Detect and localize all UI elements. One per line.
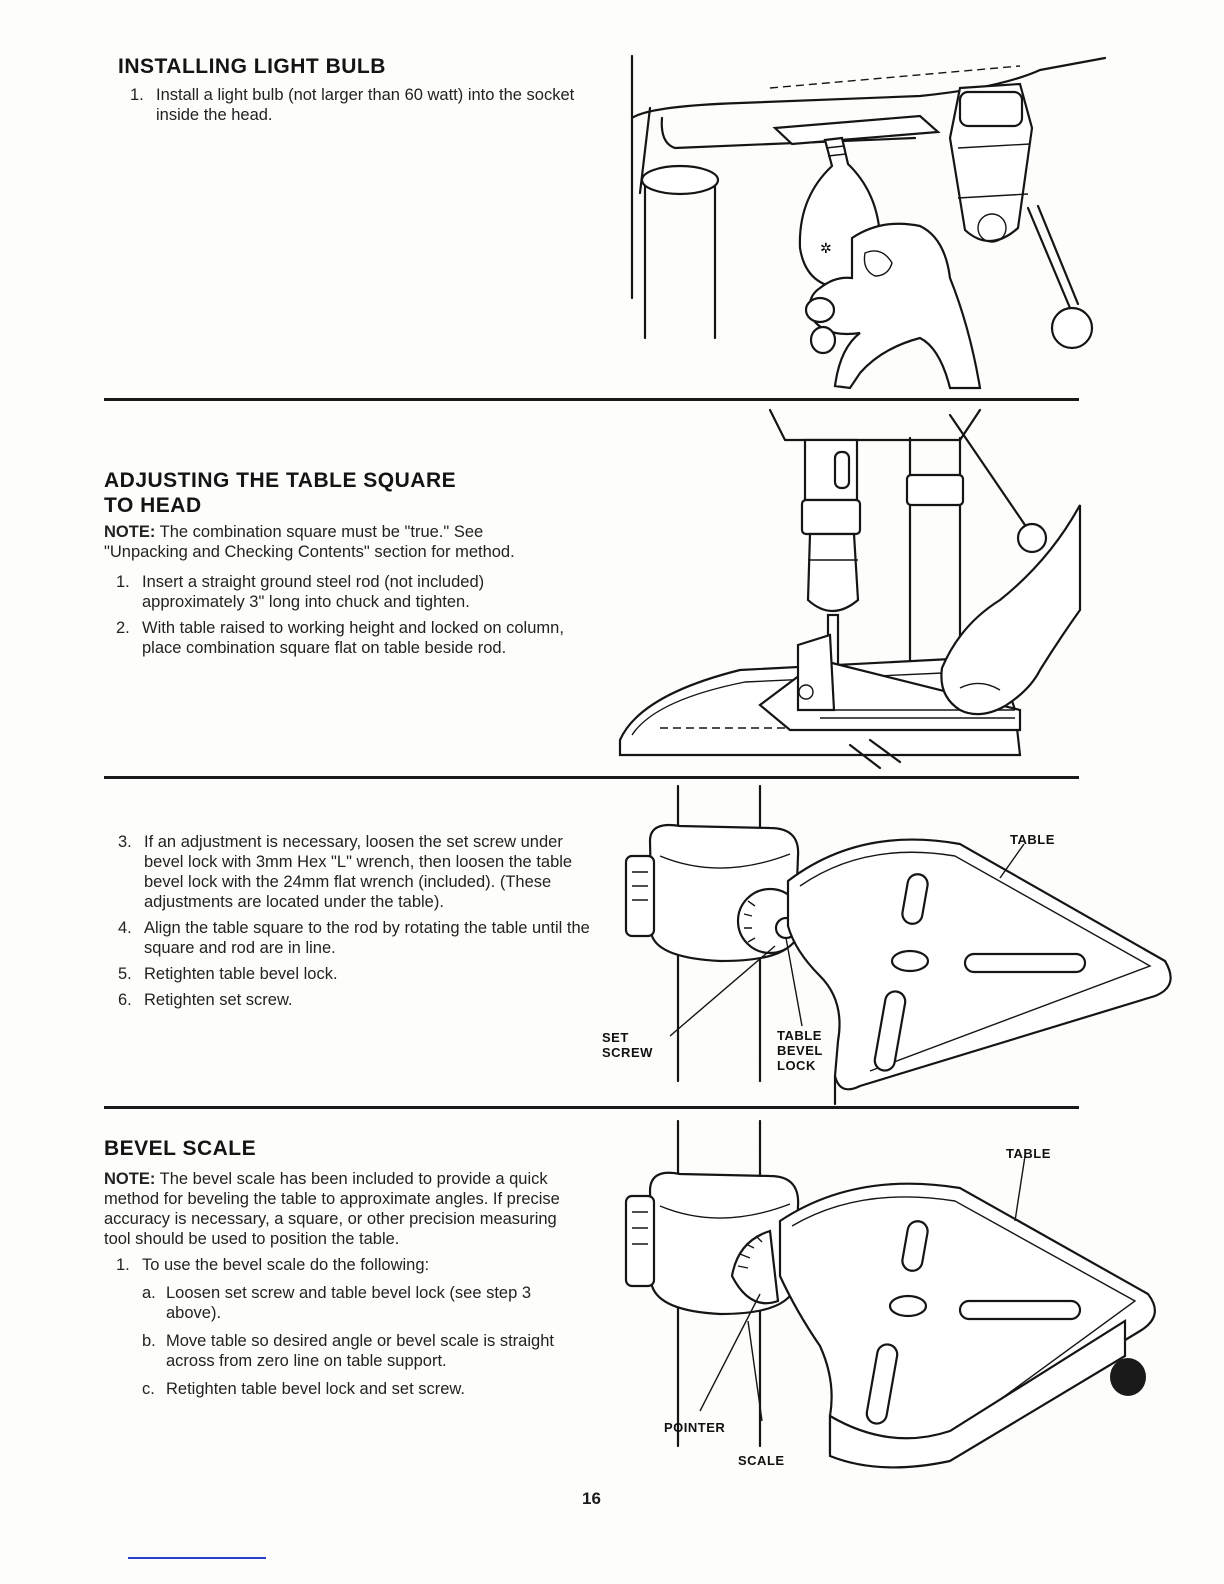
step-4-align: 4. Align the table square to the rod by … bbox=[118, 918, 604, 958]
svg-text:✲: ✲ bbox=[820, 241, 832, 257]
label-table-bevel-scale: TABLE bbox=[1006, 1146, 1051, 1161]
label-scale: SCALE bbox=[738, 1453, 785, 1468]
label-screw: SCREW bbox=[602, 1045, 653, 1060]
step-text: Install a light bulb (not larger than 60… bbox=[156, 86, 575, 124]
step-number: 5. bbox=[118, 965, 132, 983]
heading-to-head: TO HEAD bbox=[104, 494, 202, 517]
divider-3 bbox=[104, 1106, 1079, 1109]
step-1-bevel-scale: 1. To use the bevel scale do the followi… bbox=[116, 1255, 586, 1275]
step-number: 1. bbox=[116, 1256, 130, 1274]
step-number: 6. bbox=[118, 991, 132, 1009]
note-label: NOTE: bbox=[104, 523, 156, 541]
step-1-light-bulb: 1. Install a light bulb (not larger than… bbox=[130, 85, 604, 125]
note-text: The bevel scale has been included to pro… bbox=[104, 1170, 560, 1248]
table-lock-knob bbox=[1110, 1358, 1146, 1396]
substep-a: a. Loosen set screw and table bevel lock… bbox=[142, 1283, 590, 1323]
label-pointer: POINTER bbox=[664, 1420, 726, 1435]
page-number: 16 bbox=[582, 1489, 601, 1508]
section-adjustment-steps: 3. If an adjustment is necessary, loosen… bbox=[118, 832, 590, 1010]
substep-letter: a. bbox=[142, 1284, 156, 1302]
step-text: With table raised to working height and … bbox=[142, 619, 564, 657]
section-installing-light-bulb: INSTALLING LIGHT BULB 1. Install a light… bbox=[118, 54, 588, 125]
step-number: 1. bbox=[130, 86, 144, 104]
label-table-word: TABLE bbox=[777, 1028, 822, 1043]
divider-2 bbox=[104, 776, 1079, 779]
step-number: 4. bbox=[118, 919, 132, 937]
step-number: 2. bbox=[116, 619, 130, 637]
step-1-table-square: 1. Insert a straight ground steel rod (n… bbox=[116, 572, 586, 612]
label-set: SET bbox=[602, 1030, 629, 1045]
step-text: If an adjustment is necessary, loosen th… bbox=[144, 833, 573, 911]
heading-bevel-scale: BEVEL SCALE bbox=[104, 1137, 257, 1160]
step-text: Insert a straight ground steel rod (not … bbox=[142, 573, 485, 611]
note-table-square: NOTE: The combination square must be "tr… bbox=[104, 522, 570, 562]
section-adjusting-table-square: ADJUSTING THE TABLE SQUARE TO HEAD NOTE:… bbox=[104, 468, 574, 658]
step-text: To use the bevel scale do the following: bbox=[142, 1256, 430, 1274]
label-bevel-word: BEVEL bbox=[777, 1043, 823, 1058]
table-square-illustration bbox=[618, 408, 1082, 770]
note-bevel-scale: NOTE: The bevel scale has been included … bbox=[104, 1169, 570, 1249]
step-number: 1. bbox=[116, 573, 130, 591]
section-bevel-scale: BEVEL SCALE NOTE: The bevel scale has be… bbox=[104, 1136, 574, 1399]
step-3-adjustment: 3. If an adjustment is necessary, loosen… bbox=[118, 832, 604, 912]
label-table-bevel-lock: TABLE BEVEL LOCK bbox=[777, 1028, 823, 1073]
bevel-scale-illustration bbox=[624, 1119, 1156, 1469]
step-5-retighten-lock: 5. Retighten table bevel lock. bbox=[118, 964, 604, 984]
footer-underline bbox=[128, 1557, 266, 1559]
step-number: 3. bbox=[118, 833, 132, 851]
divider-1 bbox=[104, 398, 1079, 401]
label-set-screw: SET SCREW bbox=[602, 1030, 653, 1060]
substep-letter: c. bbox=[142, 1380, 155, 1398]
note-label: NOTE: bbox=[104, 1170, 156, 1188]
table-bevel-lock-illustration bbox=[624, 784, 1172, 1106]
substep-text: Loosen set screw and table bevel lock (s… bbox=[166, 1284, 532, 1322]
step-text: Retighten set screw. bbox=[144, 991, 293, 1009]
heading-adjusting-table-square: ADJUSTING THE TABLE SQUARE bbox=[104, 469, 457, 492]
note-text: The combination square must be "true." S… bbox=[104, 523, 515, 561]
step-6-retighten-screw: 6. Retighten set screw. bbox=[118, 990, 604, 1010]
label-lock-word: LOCK bbox=[777, 1058, 816, 1073]
heading-installing-light-bulb: INSTALLING LIGHT BULB bbox=[118, 55, 386, 78]
step-text: Retighten table bevel lock. bbox=[144, 965, 338, 983]
step-text: Align the table square to the rod by rot… bbox=[144, 919, 590, 957]
substep-text: Move table so desired angle or bevel sca… bbox=[166, 1332, 554, 1370]
substep-c: c. Retighten table bevel lock and set sc… bbox=[142, 1379, 590, 1399]
substep-letter: b. bbox=[142, 1332, 156, 1350]
step-2-table-square: 2. With table raised to working height a… bbox=[116, 618, 586, 658]
substep-text: Retighten table bevel lock and set screw… bbox=[166, 1380, 466, 1398]
light-bulb-illustration: ✲ bbox=[630, 54, 1107, 390]
label-table: TABLE bbox=[1010, 832, 1055, 847]
substep-b: b. Move table so desired angle or bevel … bbox=[142, 1331, 590, 1371]
